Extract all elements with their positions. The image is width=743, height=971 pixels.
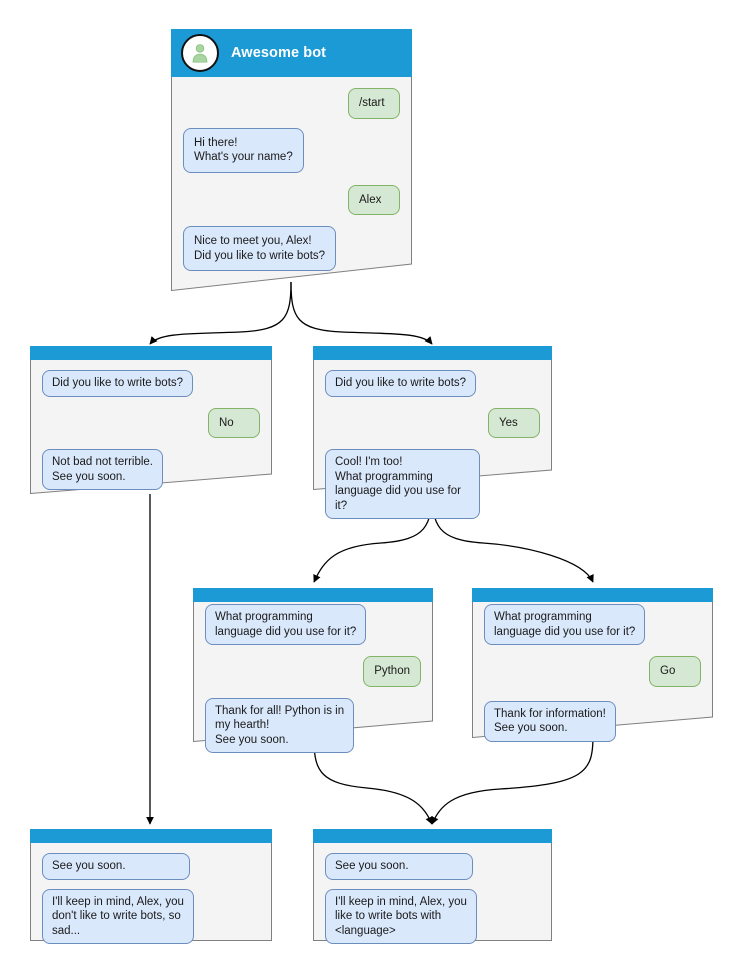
edge-root-to-yes — [290, 281, 433, 345]
message-row: See you soon. — [42, 853, 260, 880]
node-root-title: Awesome bot — [231, 45, 327, 61]
node-root[interactable]: Awesome bot /start Hi there! What's your… — [171, 29, 412, 291]
user-message-bubble: Python — [363, 656, 421, 687]
message-row: Yes — [325, 407, 540, 438]
person-avatar-icon — [181, 34, 219, 72]
bot-message-bubble: What programming language did you use fo… — [484, 604, 646, 645]
bot-message-bubble: I'll keep in mind, Alex, you don't like … — [42, 888, 194, 944]
node-go-branch-chat-body: What programming language did you use fo… — [472, 602, 713, 757]
bot-message-bubble: I'll keep in mind, Alex, you like to wri… — [325, 888, 477, 944]
node-root-chat-body: /start Hi there! What's your name? Alex … — [171, 77, 412, 286]
message-row: See you soon. — [325, 853, 540, 880]
bot-message-bubble: See you soon. — [42, 853, 190, 880]
message-row: Not bad not terrible. See you soon. — [42, 449, 260, 490]
message-row: What programming language did you use fo… — [484, 604, 701, 645]
node-end-happy[interactable]: See you soon. I'll keep in mind, Alex, y… — [313, 829, 552, 944]
node-yes-branch-chat-body: Did you like to write bots? Yes Cool! I'… — [313, 360, 552, 534]
user-message-bubble: /start — [348, 88, 400, 119]
message-row: Nice to meet you, Alex! Did you like to … — [183, 226, 400, 271]
message-row: Alex — [183, 184, 400, 215]
edge-root-to-no — [149, 281, 292, 345]
message-row: Go — [484, 656, 701, 687]
message-row: Did you like to write bots? — [325, 370, 540, 397]
node-end-happy-header — [313, 829, 552, 843]
user-message-bubble: Alex — [348, 184, 400, 215]
bot-message-bubble: See you soon. — [325, 853, 473, 880]
node-python-branch-chat-body: What programming language did you use fo… — [193, 602, 433, 768]
bot-message-bubble: Hi there! What's your name? — [183, 127, 304, 173]
node-yes-branch[interactable]: Did you like to write bots? Yes Cool! I'… — [313, 346, 552, 519]
bot-message-bubble: Did you like to write bots? — [42, 370, 194, 397]
bot-message-bubble: Not bad not terrible. See you soon. — [42, 449, 164, 490]
node-end-sad-chat-body: See you soon. I'll keep in mind, Alex, y… — [30, 843, 272, 959]
node-go-branch-header — [472, 588, 713, 602]
node-go-branch[interactable]: What programming language did you use fo… — [472, 588, 713, 742]
node-root-header: Awesome bot — [171, 29, 412, 77]
message-row: Cool! I'm too! What programming language… — [325, 449, 540, 519]
bot-message-bubble: Thank for all! Python is in my hearth! S… — [205, 697, 355, 753]
message-row: What programming language did you use fo… — [205, 604, 421, 645]
node-yes-branch-header — [313, 346, 552, 360]
user-message-bubble: No — [208, 407, 260, 438]
message-row: Python — [205, 656, 421, 687]
message-row: I'll keep in mind, Alex, you like to wri… — [325, 888, 540, 944]
bot-message-bubble: Thank for information! See you soon. — [484, 700, 616, 742]
message-row: Thank for all! Python is in my hearth! S… — [205, 697, 421, 753]
node-no-branch-header — [30, 346, 272, 360]
user-message-bubble: Yes — [488, 407, 540, 438]
node-no-branch[interactable]: Did you like to write bots? No Not bad n… — [30, 346, 272, 494]
bot-message-bubble: Did you like to write bots? — [325, 370, 477, 397]
message-row: /start — [183, 88, 400, 119]
message-row: I'll keep in mind, Alex, you don't like … — [42, 888, 260, 944]
message-row: Did you like to write bots? — [42, 370, 260, 397]
bot-message-bubble: What programming language did you use fo… — [205, 604, 367, 645]
node-python-branch-header — [193, 588, 433, 602]
bot-message-bubble: Cool! I'm too! What programming language… — [325, 449, 480, 519]
node-no-branch-chat-body: Did you like to write bots? No Not bad n… — [30, 360, 272, 505]
node-end-sad[interactable]: See you soon. I'll keep in mind, Alex, y… — [30, 829, 272, 944]
node-end-happy-chat-body: See you soon. I'll keep in mind, Alex, y… — [313, 843, 552, 959]
node-python-branch[interactable]: What programming language did you use fo… — [193, 588, 433, 753]
message-row: Hi there! What's your name? — [183, 127, 400, 173]
message-row: Thank for information! See you soon. — [484, 700, 701, 742]
node-end-sad-header — [30, 829, 272, 843]
bot-message-bubble: Nice to meet you, Alex! Did you like to … — [183, 226, 337, 271]
message-row: No — [42, 407, 260, 438]
user-message-bubble: Go — [649, 656, 701, 687]
